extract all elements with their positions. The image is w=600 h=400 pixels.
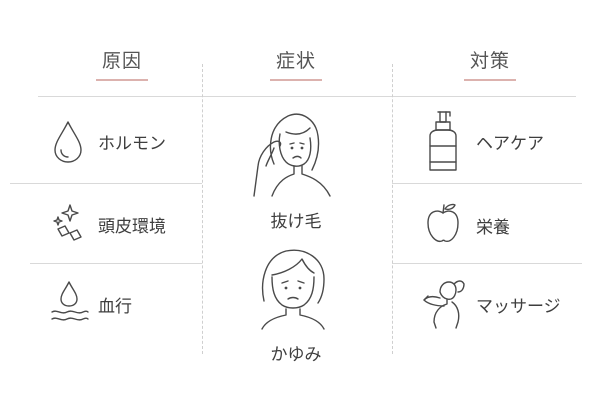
apple-icon — [424, 201, 462, 245]
symptom-header-underline — [270, 79, 322, 81]
symptom-header: 症状 — [246, 46, 346, 81]
cause-header: 原因 — [72, 46, 172, 81]
cause-label-scalp: 頭皮環境 — [98, 217, 166, 237]
remedy-label-haircare: ヘアケア — [476, 134, 544, 154]
sparkle-cubes-icon — [50, 203, 90, 243]
symptom-header-label: 症状 — [275, 50, 316, 72]
column-separator-left — [202, 64, 203, 354]
column-separator-right — [392, 64, 393, 354]
cause-header-label: 原因 — [101, 50, 142, 72]
symptom-label-itching: かゆみ — [270, 345, 322, 365]
drop-waves-icon — [50, 280, 90, 324]
woman-neck-massage-icon — [420, 276, 466, 330]
remedy-top-rule — [392, 96, 576, 97]
symptom-top-rule — [202, 96, 392, 97]
symptom-label-hair-loss: 抜け毛 — [270, 212, 322, 232]
worried-woman-icon — [256, 243, 332, 331]
remedy-header-label: 対策 — [469, 50, 510, 72]
remedy-divider-1 — [392, 183, 582, 184]
pump-bottle-icon — [426, 110, 460, 174]
cause-divider-2 — [30, 263, 202, 264]
cause-label-circulation: 血行 — [98, 297, 132, 317]
cause-top-rule — [38, 96, 202, 97]
cause-label-hormone: ホルモン — [98, 134, 166, 154]
remedy-header-underline — [464, 79, 516, 81]
woman-touching-hair-icon — [244, 106, 340, 198]
cause-divider-1 — [10, 183, 202, 184]
cause-header-underline — [96, 79, 148, 81]
remedy-label-massage: マッサージ — [476, 297, 561, 317]
remedy-header: 対策 — [440, 46, 540, 81]
droplet-icon — [52, 120, 88, 164]
remedy-divider-2 — [392, 263, 582, 264]
remedy-label-nutrition: 栄養 — [476, 218, 510, 238]
